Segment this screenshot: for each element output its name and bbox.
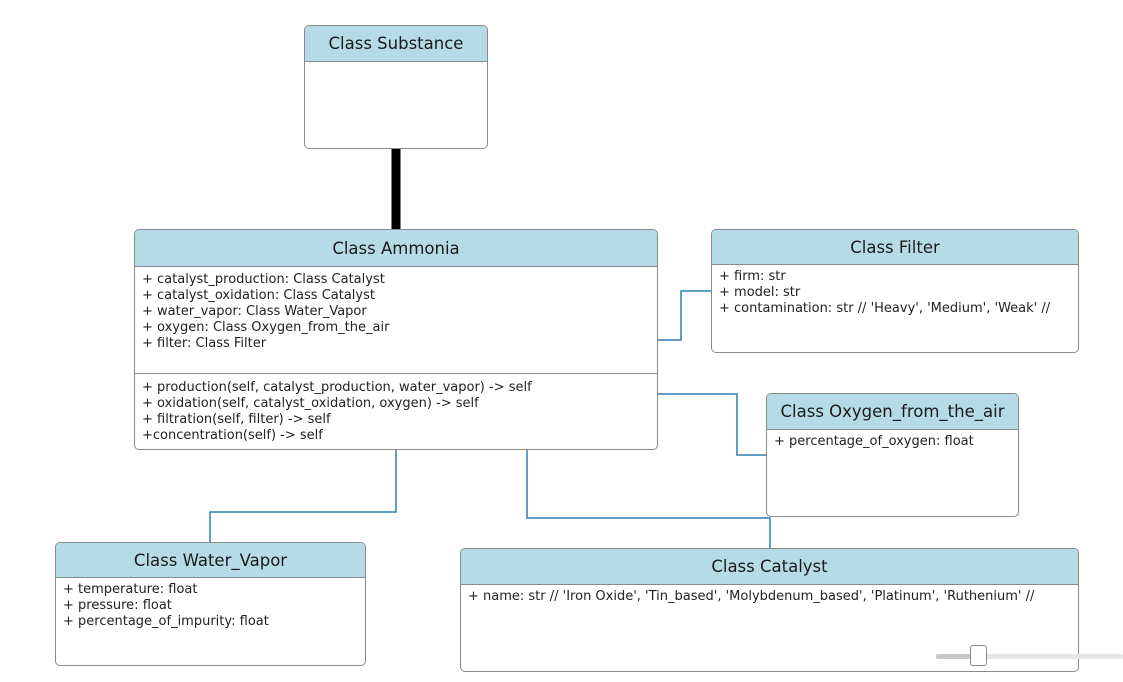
class-substance-box[interactable]: Class Substance xyxy=(304,25,488,149)
attribute: + percentage_of_oxygen: float xyxy=(774,434,974,449)
class-ammonia-title: Class Ammonia xyxy=(135,230,657,267)
class-oxygen-box[interactable]: Class Oxygen_from_the_air + percentage_o… xyxy=(766,393,1019,517)
class-catalyst-box[interactable]: Class Catalyst + name: str // 'Iron Oxid… xyxy=(460,548,1079,672)
zoom-slider-track[interactable] xyxy=(936,654,1123,659)
class-oxygen-attributes: + percentage_of_oxygen: float xyxy=(767,430,1018,454)
class-catalyst-attributes: + name: str // 'Iron Oxide', 'Tin_based'… xyxy=(461,585,1078,609)
attribute: + firm: str xyxy=(719,269,786,284)
class-oxygen-title: Class Oxygen_from_the_air xyxy=(767,394,1018,430)
association-ammonia-water-vapor xyxy=(209,450,397,542)
zoom-slider-thumb[interactable] xyxy=(970,645,987,666)
class-water-vapor-attributes: + temperature: float + pressure: float +… xyxy=(56,578,365,634)
attribute: + water_vapor: Class Water_Vapor xyxy=(142,304,367,319)
method: + oxidation(self, catalyst_oxidation, ox… xyxy=(142,396,479,411)
attribute: + model: str xyxy=(719,285,801,300)
zoom-slider-fill xyxy=(936,654,980,659)
attribute: + filter: Class Filter xyxy=(142,336,267,351)
class-water-vapor-title: Class Water_Vapor xyxy=(56,543,365,578)
attribute: + catalyst_production: Class Catalyst xyxy=(142,272,385,287)
attribute: + name: str // 'Iron Oxide', 'Tin_based'… xyxy=(468,589,1035,604)
association-ammonia-filter xyxy=(658,290,712,341)
method: + production(self, catalyst_production, … xyxy=(142,380,532,395)
attribute: + contamination: str // 'Heavy', 'Medium… xyxy=(719,301,1051,316)
association-ammonia-oxygen xyxy=(658,393,767,456)
attribute: + oxygen: Class Oxygen_from_the_air xyxy=(142,320,390,335)
class-substance-title: Class Substance xyxy=(305,26,487,62)
class-ammonia-attributes: + catalyst_production: Class Catalyst + … xyxy=(135,267,657,373)
class-ammonia-methods: + production(self, catalyst_production, … xyxy=(135,373,657,448)
class-ammonia-box[interactable]: Class Ammonia + catalyst_production: Cla… xyxy=(134,229,658,450)
class-filter-box[interactable]: Class Filter + firm: str + model: str + … xyxy=(711,229,1079,353)
class-filter-attributes: + firm: str + model: str + contamination… xyxy=(712,265,1078,321)
attribute: + catalyst_oxidation: Class Catalyst xyxy=(142,288,375,303)
class-water-vapor-box[interactable]: Class Water_Vapor + temperature: float +… xyxy=(55,542,366,666)
attribute: + pressure: float xyxy=(63,598,172,613)
attribute: + temperature: float xyxy=(63,582,198,597)
association-ammonia-catalyst xyxy=(526,450,771,548)
class-filter-title: Class Filter xyxy=(712,230,1078,265)
class-catalyst-title: Class Catalyst xyxy=(461,549,1078,585)
method: +concentration(self) -> self xyxy=(142,428,323,443)
method: + filtration(self, filter) -> self xyxy=(142,412,331,427)
attribute: + percentage_of_impurity: float xyxy=(63,614,269,629)
